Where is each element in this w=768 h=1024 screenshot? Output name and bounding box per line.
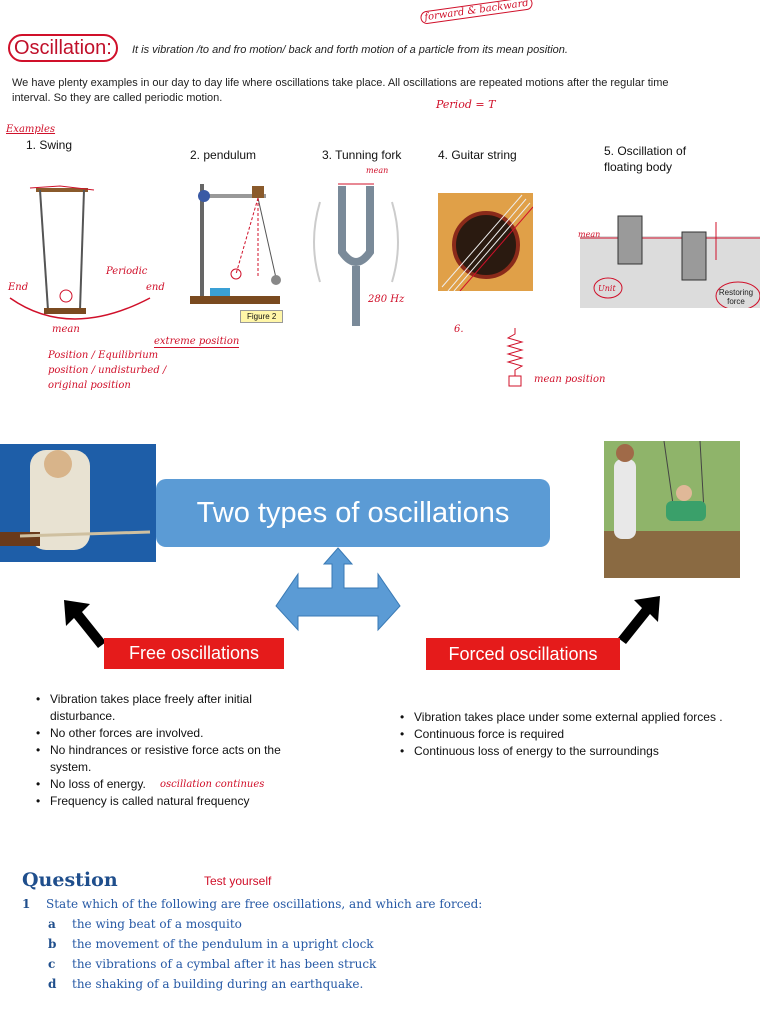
item-text: the vibrations of a cymbal after it has … xyxy=(72,957,377,971)
annotation-mean-small: mean xyxy=(366,166,389,175)
annotation-end-left: End xyxy=(8,282,29,293)
swing-illustration xyxy=(9,185,151,320)
annotation-osc-continues: oscillation continues xyxy=(160,779,265,790)
floating-body-diagram xyxy=(580,215,760,308)
forced-point: Continuous loss of energy to the surroun… xyxy=(396,743,766,760)
restoring-force-label: Restoring force xyxy=(718,288,754,306)
annotation-examples: Examples xyxy=(6,124,56,135)
tuning-fork-illustration xyxy=(313,183,399,326)
free-points-list: Vibration takes place freely after initi… xyxy=(32,691,292,810)
question-number: 1 xyxy=(22,897,31,911)
guitar-photo xyxy=(438,193,533,291)
annotation-period: Period = T xyxy=(436,98,496,111)
item-text: the movement of the pendulum in a uprigh… xyxy=(72,937,374,951)
question-item: d the shaking of a building during an ear… xyxy=(48,977,363,991)
example-floating-label: 5. Oscillation of floating body xyxy=(604,144,687,174)
definition-text: It is vibration /to and fro motion/ back… xyxy=(132,44,568,56)
arrow-up-right-icon xyxy=(618,596,660,644)
annotation-extreme: extreme position xyxy=(154,336,240,348)
annotation-mean: mean xyxy=(52,324,80,335)
annotation-six: 6. xyxy=(454,324,464,335)
question-item: b the movement of the pendulum in a uprig… xyxy=(48,937,374,951)
pendulum-illustration xyxy=(190,184,281,304)
arrow-up-left-icon xyxy=(64,600,106,648)
forced-oscillations-label: Forced oscillations xyxy=(426,638,620,670)
forced-point: Continuous force is required xyxy=(396,726,766,743)
types-banner: Two types of oscillations xyxy=(156,479,550,547)
figure-2-caption: Figure 2 xyxy=(240,310,284,323)
annotation-frequency: 280 Hz xyxy=(368,294,405,305)
question-prompt-text: State which of the following are free os… xyxy=(46,897,483,911)
child-swing-photo xyxy=(604,441,740,578)
item-letter: d xyxy=(48,977,57,991)
ruler-vibration-photo xyxy=(0,444,156,562)
annotation-periodic: Periodic xyxy=(106,266,148,277)
item-text: the shaking of a building during an eart… xyxy=(72,977,364,991)
forced-points-list: Vibration takes place under some externa… xyxy=(396,709,766,760)
example-tuning-fork-label: 3. Tunning fork xyxy=(322,148,402,162)
spring-sketch xyxy=(506,328,524,387)
free-oscillations-label: Free oscillations xyxy=(104,638,284,669)
question-heading: Question xyxy=(22,869,118,891)
free-point: Vibration takes place freely after initi… xyxy=(32,691,292,725)
item-letter: c xyxy=(48,957,56,971)
page-title: Oscillation: xyxy=(8,34,118,62)
free-point: No loss of energy. xyxy=(32,776,292,793)
item-letter: a xyxy=(48,917,56,931)
annotation-end-right: end xyxy=(146,282,165,293)
question-prompt: 1 State which of the following are free o… xyxy=(22,897,482,911)
annotation-unit: Unit xyxy=(598,284,616,293)
free-point: No hindrances or resistive force acts on… xyxy=(32,742,292,776)
free-point: No other forces are involved. xyxy=(32,725,292,742)
split-arrow-icon xyxy=(275,547,401,632)
forced-point: Vibration takes place under some externa… xyxy=(396,709,766,726)
annotation-forward-backward: forward & backward xyxy=(419,0,534,25)
item-letter: b xyxy=(48,937,57,951)
test-yourself-label: Test yourself xyxy=(204,874,272,888)
question-item: a the wing beat of a mosquito xyxy=(48,917,242,931)
free-point: Frequency is called natural frequency xyxy=(32,793,292,810)
question-item: c the vibrations of a cymbal after it has… xyxy=(48,957,376,971)
example-guitar-label: 4. Guitar string xyxy=(438,148,517,162)
example-pendulum-label: 2. pendulum xyxy=(190,148,257,162)
annotation-mean-position: mean position xyxy=(534,374,606,385)
example-swing-label: 1. Swing xyxy=(26,138,73,152)
item-text: the wing beat of a mosquito xyxy=(72,917,242,931)
annotation-mean-float: mean xyxy=(578,230,601,239)
intro-text: We have plenty examples in our day to da… xyxy=(12,77,669,104)
annotation-position-list: Position / Equilibrium position / undist… xyxy=(48,350,167,391)
